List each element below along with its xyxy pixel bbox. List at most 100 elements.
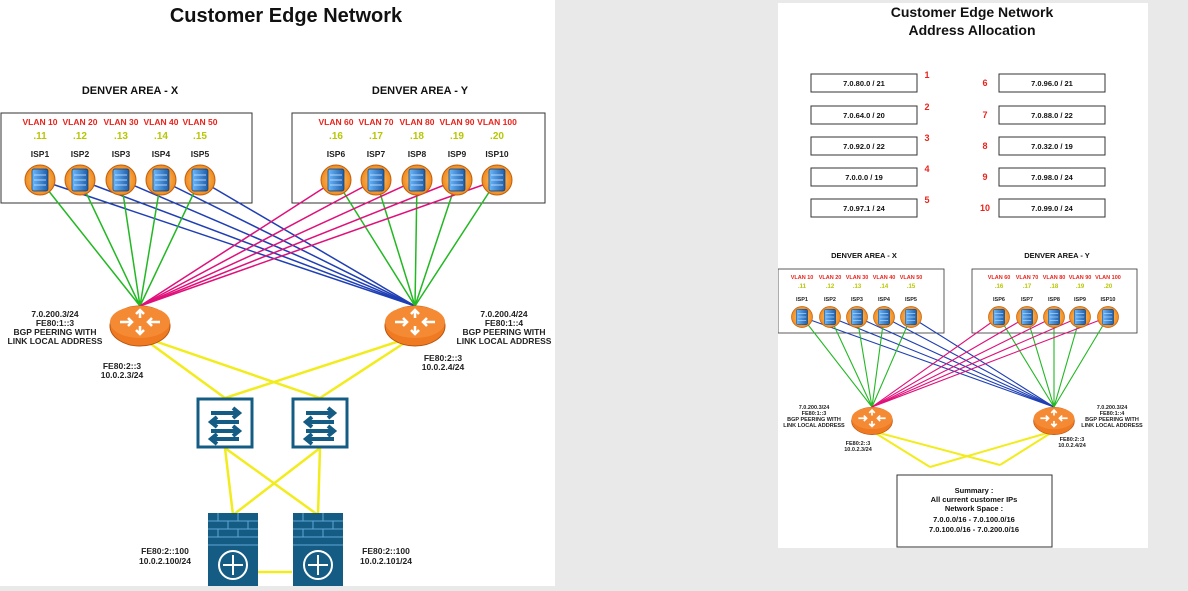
- vlan-ip-label: .19: [1076, 284, 1085, 290]
- isp-server-icon: [24, 164, 56, 196]
- isp-server-icon: [145, 164, 177, 196]
- link-green: [998, 316, 1055, 408]
- isp-name-label: ISP1: [796, 297, 808, 303]
- router-1-info: 7.0.200.3/24: [799, 405, 831, 411]
- link-green: [829, 316, 873, 408]
- allocation-number: 1: [924, 70, 929, 80]
- isp-name-label: ISP10: [485, 149, 508, 159]
- isp-server-icon: [441, 164, 473, 196]
- isp-server-icon: [401, 164, 433, 196]
- link-cross: [139, 179, 498, 307]
- allocation-prefix: 7.0.80.0 / 21: [843, 79, 885, 88]
- isp-server-icon: [988, 306, 1010, 328]
- router-1-info: LINK LOCAL ADDRESS: [783, 423, 845, 429]
- vlan-ip-label: .12: [826, 284, 835, 290]
- router-1-icon: [850, 406, 894, 436]
- router-1-downlink: 10.0.2.3/24: [844, 447, 872, 453]
- link-green: [79, 179, 141, 307]
- link-green: [871, 316, 885, 408]
- router-1-info: LINK LOCAL ADDRESS: [8, 336, 103, 346]
- link-green: [1026, 316, 1055, 408]
- allocation-prefix: 7.0.97.1 / 24: [843, 204, 886, 213]
- firewall-2-info: 10.0.2.101/24: [360, 556, 412, 566]
- allocation-box: [998, 198, 1106, 218]
- link-cross: [160, 179, 416, 307]
- isp-name-label: ISP6: [993, 297, 1005, 303]
- isp-name-label: ISP7: [1021, 297, 1033, 303]
- router-2-info: BGP PEERING WITH: [463, 327, 546, 337]
- router-1-downlink: FE80:2::3: [846, 441, 871, 447]
- switch-2-icon: [291, 397, 349, 449]
- allocation-title-line1: Customer Edge Network: [891, 4, 1054, 20]
- isp-name-label: ISP9: [448, 149, 467, 159]
- isp-server-icon: [1069, 306, 1091, 328]
- link-cross: [829, 316, 1055, 408]
- allocation-prefix: 7.0.99.0 / 24: [1031, 204, 1074, 213]
- router-2-info: LINK LOCAL ADDRESS: [1081, 423, 1143, 429]
- link-cross: [79, 179, 416, 307]
- isp-server-icon: [819, 306, 841, 328]
- link-cross: [871, 316, 1028, 408]
- vlan-label: VLAN 90: [1069, 275, 1092, 281]
- allocation-diagram-svg: Customer Edge Network Address Allocation…: [777, 4, 1143, 548]
- isp-router-links: [39, 179, 498, 307]
- switch-1-icon: [196, 397, 254, 449]
- allocation-number: 6: [982, 78, 987, 88]
- router-2-downlink: 10.0.2.4/24: [422, 362, 465, 372]
- link-cross: [910, 316, 1055, 408]
- router-2-downlink: 10.0.2.4/24: [1058, 443, 1086, 449]
- area-y-label: DENVER AREA - Y: [1024, 251, 1090, 260]
- router-1-icon: [108, 304, 172, 348]
- isp-name-label: ISP4: [152, 149, 171, 159]
- allocation-number: 4: [924, 164, 929, 174]
- area-x-label: DENVER AREA - X: [831, 251, 897, 260]
- link-cross: [199, 179, 416, 307]
- link-green: [1053, 316, 1109, 408]
- link-cross: [883, 316, 1055, 408]
- firewall-1-info: 10.0.2.100/24: [139, 556, 191, 566]
- link-cross: [801, 316, 1055, 408]
- summary-line: All current customer IPs: [931, 495, 1018, 504]
- link-green: [414, 179, 498, 307]
- isp-name-label: ISP7: [367, 149, 386, 159]
- isp-name-label: ISP6: [327, 149, 346, 159]
- router-1-info: FE80:1::3: [36, 318, 75, 328]
- link-cross: [871, 316, 1109, 408]
- isp-server-icon: [1043, 306, 1065, 328]
- allocation-prefix: 7.0.32.0 / 19: [1031, 142, 1073, 151]
- link-cross: [139, 179, 418, 307]
- vlan-label: VLAN 70: [1016, 275, 1039, 281]
- allocation-box: [810, 73, 918, 93]
- firewall-1-info: FE80:2::100: [141, 546, 189, 556]
- allocation-prefix: 7.0.98.0 / 24: [1031, 173, 1074, 182]
- vlan-label: VLAN 20: [819, 275, 842, 281]
- isp-server-icon: [481, 164, 513, 196]
- isp-name-label: ISP3: [851, 297, 863, 303]
- vlan-label: VLAN 80: [1043, 275, 1066, 281]
- allocation-box: [998, 73, 1106, 93]
- allocation-box: [810, 105, 918, 125]
- router-1-downlink: 10.0.2.3/24: [101, 370, 144, 380]
- allocation-box: [810, 167, 918, 187]
- isp-server-icon: [1016, 306, 1038, 328]
- link-cross: [139, 179, 377, 307]
- allocation-number: 2: [924, 102, 929, 112]
- summary-line: 7.0.100.0/16 - 7.0.200.0/16: [929, 525, 1019, 534]
- link-green: [856, 316, 873, 408]
- isp-router-links: [801, 316, 1109, 408]
- firewall-1-icon: [207, 512, 259, 591]
- vlan-ip-label: .18: [1050, 284, 1059, 290]
- allocation-box: [998, 167, 1106, 187]
- router-1-info: BGP PEERING WITH: [14, 327, 97, 337]
- diagram-title: Customer Edge Network: [170, 5, 403, 27]
- network-diagram-svg: Customer Edge Network DENVER AREA - X DE…: [0, 5, 552, 591]
- allocation-number: 3: [924, 133, 929, 143]
- vlan-ip-label: .20: [490, 131, 504, 142]
- router-2-downlink: FE80:2::3: [1060, 437, 1085, 443]
- link-green: [39, 179, 141, 307]
- isp-name-label: ISP8: [408, 149, 427, 159]
- isp-name-label: ISP9: [1074, 297, 1086, 303]
- router-2-info: FE80:1::4: [1100, 411, 1126, 417]
